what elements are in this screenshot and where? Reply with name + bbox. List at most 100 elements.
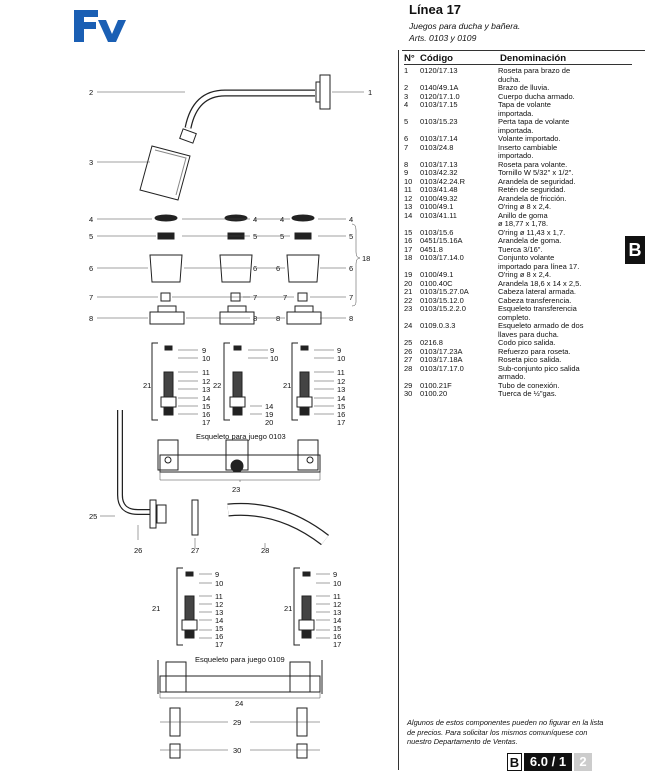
row-code: 0451.8 [420,244,443,254]
svg-text:13: 13 [215,608,223,617]
table-row: importado. [404,151,636,161]
svg-text:15: 15 [215,624,223,633]
row-number: 5 [404,117,409,126]
table-header-rule [404,64,632,65]
page-title: Línea 17 [409,2,462,17]
row-description: Sub-conjunto pico salida [498,363,580,373]
svg-text:14: 14 [265,402,273,411]
row-number: 11 [404,185,412,194]
row-description: Esqueleto armado de dos [498,321,584,330]
row-description: importada. [498,108,534,118]
svg-text:18: 18 [362,254,370,263]
column-divider [398,50,399,770]
row-code: 0100/49.1 [420,270,454,279]
row-number: 18 [404,253,413,262]
row-description: Tapa de volante [498,100,551,109]
row-code: 0103/24.8 [420,142,454,152]
row-number: 25 [404,338,413,347]
skeleton-label-0103: Esqueleto para juego 0103 [196,432,286,441]
row-description: importado para línea 17. [498,261,580,271]
svg-text:4: 4 [89,215,93,224]
row-description: Perta tapa de volante [498,117,570,126]
valve-stack-center [219,214,255,325]
fv-logo [74,10,126,42]
svg-text:8: 8 [253,314,257,323]
svg-text:15: 15 [202,402,210,411]
cartridge-left-0109 [176,567,198,646]
svg-text:17: 17 [337,418,345,427]
svg-text:8: 8 [276,314,280,323]
row-description: Arandela de fricción. [498,193,567,203]
svg-text:13: 13 [333,608,341,617]
svg-text:24: 24 [235,699,243,708]
spout-reinforcement-collar [156,504,167,524]
svg-text:17: 17 [215,640,223,649]
svg-text:11: 11 [202,368,210,377]
row-code: 0100/49.32 [420,193,458,203]
row-description: Arandela de seguridad. [498,176,576,186]
svg-text:6: 6 [253,264,257,273]
svg-text:10: 10 [333,579,341,588]
svg-text:13: 13 [202,385,210,394]
row-description: completo. [498,312,531,322]
svg-text:14: 14 [337,394,345,403]
svg-text:16: 16 [333,632,341,641]
row-description: ducha. [498,74,521,84]
svg-text:7: 7 [253,293,257,302]
cartridge-right-0103 [291,342,313,421]
svg-text:11: 11 [215,592,223,601]
svg-text:14: 14 [202,394,210,403]
footer-section: B [507,753,522,771]
col-header-num: N° [404,53,415,64]
row-code: 0140/49.1A [420,83,459,92]
row-description: Esqueleto transferencia [498,304,577,313]
header: Línea 17 Juegos para ducha y bañera. Art… [409,2,639,44]
spout-sub-assembly [227,502,329,546]
table-row: ø 18,77 x 1,78. [404,219,636,229]
row-number: 7 [404,142,409,152]
row-description: Retén de seguridad. [498,185,566,194]
arm-rosette-collar [315,81,321,103]
svg-text:12: 12 [202,377,210,386]
row-description: Arandela de goma. [498,236,562,245]
row-number: 10 [404,176,413,186]
row-number: 22 [404,295,413,305]
row-description: O'ring ø 8 x 2,4. [498,202,552,211]
row-number: 3 [404,91,409,101]
row-number: 4 [404,100,409,109]
svg-text:30: 30 [233,746,241,755]
row-number: 14 [404,210,413,220]
row-description: O'ring ø 8 x 2,4. [498,270,552,279]
table-row: 2 0140/49.1A Brazo de lluvia. [404,83,636,93]
row-code: 0103/17.23A [420,346,463,356]
row-code: 0451/15.16A [420,236,463,245]
row-description: Cabeza lateral armada. [498,287,576,296]
row-code: 0109.0.3.3 [420,321,456,330]
row-code: 0103/17.17.0 [420,363,464,373]
row-code: 0103/17.13 [420,159,458,169]
table-row: ducha. [404,74,636,85]
row-code: 0120/17.13 [420,66,458,75]
row-number: 13 [404,202,413,211]
svg-text:10: 10 [337,354,345,363]
row-description: Brazo de lluvia. [498,83,550,92]
row-number: 2 [404,83,409,92]
svg-text:9: 9 [215,570,219,579]
svg-text:15: 15 [337,402,345,411]
row-code: 0103/15.27.0A [420,287,469,296]
svg-text:5: 5 [280,232,284,241]
